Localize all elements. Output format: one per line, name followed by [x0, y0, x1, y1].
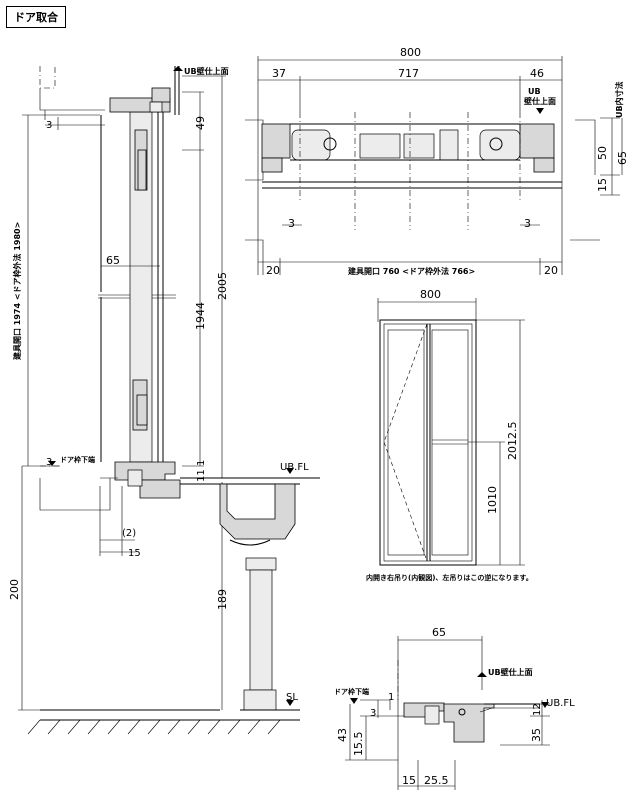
- dim-top-15: 15: [596, 178, 609, 192]
- dim-1944: 1944: [194, 302, 207, 330]
- dim-detail-1: 1: [388, 692, 394, 703]
- door-frame-bottom-label: ドア枠下端: [60, 455, 95, 464]
- dim-top-65: 65: [616, 151, 629, 165]
- door-elevation: [377, 298, 525, 566]
- dim-elevation-1010: 1010: [486, 486, 499, 514]
- dim-3-bottom: 3: [46, 457, 52, 468]
- ub-wall-top-split-1: UB: [528, 87, 541, 96]
- dim-top-20a: 20: [266, 264, 280, 277]
- sill-detail: [345, 636, 550, 790]
- dim-1: 1: [196, 460, 207, 466]
- dim-top-37: 37: [272, 67, 286, 80]
- dim-detail-25-5: 25.5: [424, 774, 449, 787]
- hinge-note: 内開き右吊り(内観図)、左吊りはこの逆になります。: [366, 573, 533, 582]
- ub-wall-top-split-2: 壁仕上面: [524, 96, 556, 106]
- dim-3-top: 3: [46, 120, 52, 131]
- dim-detail-43: 43: [336, 728, 349, 742]
- dim-top-800: 800: [400, 46, 421, 59]
- dim-detail-12: 12: [532, 703, 543, 716]
- ub-wall-top-label-detail: UB壁仕上面: [488, 667, 533, 677]
- dim-top-46: 46: [530, 67, 544, 80]
- dim-detail-65: 65: [432, 626, 446, 639]
- dim-189: 189: [216, 589, 229, 610]
- dim-detail-15-5: 15.5: [352, 732, 365, 757]
- ub-fl-label-detail: UB.FL: [546, 698, 575, 709]
- dim-top-3b: 3: [524, 217, 531, 230]
- dim-top-50: 50: [596, 146, 609, 160]
- sl-label: SL: [286, 692, 298, 703]
- dim-top-3a: 3: [288, 217, 295, 230]
- ub-wall-top-label-left: UB壁仕上面: [184, 66, 229, 76]
- dim-49: 49: [194, 116, 207, 130]
- dim-top-717: 717: [398, 67, 419, 80]
- dim-15: 15: [128, 548, 141, 559]
- dim-detail-3: 3: [370, 708, 376, 719]
- door-frame-bottom-detail: ドア枠下端: [334, 687, 369, 696]
- ub-fl-label-left: UB.FL: [280, 462, 309, 473]
- dim-2: (2): [122, 528, 136, 539]
- opening-vertical-label: 建具開口 1974 <ドア枠外法 1980>: [12, 222, 22, 361]
- dim-elevation-2012: 2012.5: [506, 422, 519, 461]
- dim-detail-15: 15: [402, 774, 416, 787]
- dim-2005: 2005: [216, 272, 229, 300]
- vertical-section: [18, 66, 320, 735]
- dim-200: 200: [8, 579, 21, 600]
- dim-detail-35: 35: [530, 728, 543, 742]
- horizontal-section: [245, 56, 623, 275]
- dim-elevation-800: 800: [420, 288, 441, 301]
- ub-inner-label: UB内寸法: [614, 81, 624, 118]
- dim-11: 11: [196, 469, 207, 482]
- dim-65: 65: [106, 254, 120, 267]
- dim-top-20b: 20: [544, 264, 558, 277]
- opening-horizontal-label: 建具開口 760 <ドア枠外法 766>: [347, 266, 475, 276]
- page-title: ドア取合: [6, 6, 66, 28]
